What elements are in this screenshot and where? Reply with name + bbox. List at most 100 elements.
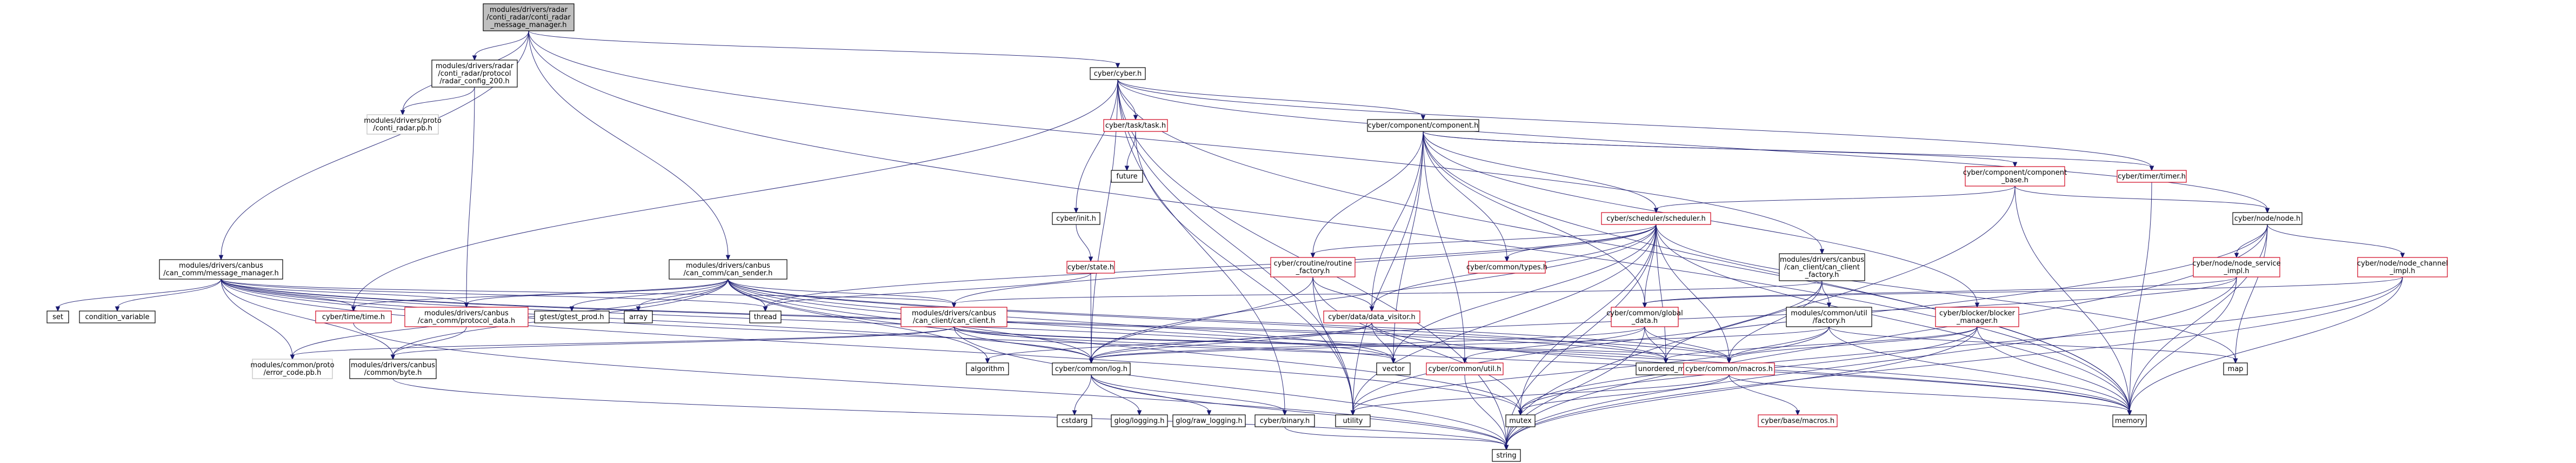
- node-box: [1505, 414, 1536, 427]
- node-label: cyber/node/node_service: [2192, 260, 2280, 268]
- node-scheduler[interactable]: cyber/scheduler/scheduler.h: [1601, 212, 1711, 225]
- edge-log-to-glog: [1091, 374, 1142, 416]
- node-array[interactable]: array: [624, 310, 653, 323]
- node-util-factory[interactable]: modules/common/util/factory.h: [1786, 307, 1872, 327]
- node-box: [1786, 307, 1872, 327]
- node-node-channel[interactable]: cyber/node/node_channel_impl.h: [2357, 257, 2448, 277]
- node-box: [79, 310, 156, 323]
- node-label: modules/drivers/canbus: [179, 262, 263, 270]
- node-label: modules/drivers/canbus: [351, 361, 435, 369]
- node-label: cyber/common/log.h: [1055, 365, 1127, 373]
- edge-can-client-to-log: [953, 326, 1094, 364]
- node-timer[interactable]: cyber/timer/timer.h: [2117, 170, 2187, 183]
- node-comp-base[interactable]: cyber/component/component_base.h: [1963, 166, 2067, 187]
- edge-scheduler-to-routine: [1310, 224, 1657, 259]
- node-label: /conti_radar.pb.h: [373, 124, 432, 133]
- node-component[interactable]: cyber/component/component.h: [1367, 119, 1479, 132]
- edge-byte-to-string: [392, 378, 1509, 451]
- edge-msg-mgr-to-set: [55, 279, 222, 312]
- node-memory[interactable]: memory: [2112, 414, 2147, 427]
- node-label: cyber/task/task.h: [1105, 122, 1166, 130]
- node-error-code[interactable]: modules/common/proto/error_code.pb.h: [250, 359, 335, 379]
- node-label: /can_comm/message_manager.h: [163, 269, 279, 277]
- node-label: cyber/common/global: [1606, 309, 1683, 318]
- node-mutex[interactable]: mutex: [1505, 414, 1536, 427]
- node-label: algorithm: [971, 365, 1005, 373]
- edge-cyber-to-node: [1117, 79, 2270, 214]
- edge-component-to-types: [1423, 131, 1510, 262]
- node-label: _impl.h: [2389, 267, 2415, 275]
- node-label: /can_client/can_client.h: [913, 317, 995, 325]
- node-vector[interactable]: vector: [1376, 362, 1411, 375]
- node-task[interactable]: cyber/task/task.h: [1103, 119, 1168, 132]
- node-label: modules/drivers/radar: [436, 62, 514, 70]
- node-box: [1492, 449, 1521, 462]
- node-algorithm[interactable]: algorithm: [966, 362, 1009, 375]
- node-set[interactable]: set: [46, 310, 69, 323]
- node-can-client[interactable]: modules/drivers/canbus/can_client/can_cl…: [900, 307, 1007, 327]
- edge-util-to-string: [1464, 374, 1509, 451]
- edge-node-channel-to-memory: [2127, 276, 2403, 416]
- node-global-data[interactable]: cyber/common/global_data.h: [1606, 307, 1683, 327]
- edge-comp-base-to-node: [2014, 186, 2270, 214]
- node-label: cyber/common/util.h: [1429, 365, 1501, 373]
- node-cstdarg[interactable]: cstdarg: [1057, 414, 1092, 427]
- node-data-visitor[interactable]: cyber/data/data_visitor.h: [1323, 310, 1420, 323]
- edge-root-to-radar-conf: [472, 30, 529, 61]
- edge-radar-conf-to-protocol-data: [464, 87, 475, 308]
- node-msg-mgr[interactable]: modules/drivers/canbus/can_comm/message_…: [159, 259, 283, 280]
- node-thread[interactable]: thread: [749, 310, 782, 323]
- node-label: cyber/component/component: [1963, 169, 2067, 177]
- node-can-sender[interactable]: modules/drivers/canbus/can_comm/can_send…: [669, 259, 788, 280]
- node-label: modules/drivers/radar: [490, 6, 568, 14]
- node-conti-pb[interactable]: modules/drivers/proto/conti_radar.pb.h: [364, 114, 442, 135]
- node-utility[interactable]: utility: [1335, 414, 1371, 427]
- edge-node-to-node-channel: [2267, 224, 2405, 259]
- node-label: glog/raw_logging.h: [1176, 417, 1242, 425]
- node-cyber[interactable]: cyber/cyber.h: [1090, 67, 1146, 80]
- node-radar-conf[interactable]: modules/drivers/radar/conti_radar/protoc…: [431, 59, 518, 88]
- node-base-macros[interactable]: cyber/base/macros.h: [1758, 414, 1838, 427]
- node-future[interactable]: future: [1111, 170, 1143, 183]
- node-label: /factory.h: [1813, 317, 1846, 325]
- edge-node-channel-to-global-data: [1642, 276, 2403, 308]
- node-log[interactable]: cyber/common/log.h: [1052, 362, 1131, 375]
- node-box: [2112, 414, 2147, 427]
- node-binary[interactable]: cyber/binary.h: [1254, 414, 1315, 427]
- node-time[interactable]: cyber/time/time.h: [315, 310, 392, 323]
- node-types[interactable]: cyber/common/types.h: [1466, 261, 1547, 274]
- node-box: [1935, 307, 2019, 327]
- edge-scheduler-to-memory: [1656, 224, 2132, 416]
- node-gtest[interactable]: gtest/gtest_prod.h: [534, 310, 610, 323]
- node-map[interactable]: map: [2223, 362, 2248, 375]
- node-protocol-data[interactable]: modules/drivers/canbus/can_comm/protocol…: [404, 307, 529, 327]
- node-label: modules/drivers/proto: [364, 117, 442, 125]
- node-box: [1057, 414, 1092, 427]
- node-routine[interactable]: cyber/croutine/routine_factory.h: [1270, 257, 1356, 277]
- node-blocker[interactable]: cyber/blocker/blocker_manager.h: [1935, 307, 2019, 327]
- node-label: cyber/init.h: [1056, 215, 1096, 223]
- edge-init-to-state: [1076, 224, 1093, 262]
- edge-macros-to-utility: [1350, 374, 1730, 416]
- node-box: [1052, 362, 1131, 375]
- node-node-service[interactable]: cyber/node/node_service_impl.h: [2192, 257, 2281, 277]
- node-glog[interactable]: glog/logging.h: [1111, 414, 1168, 427]
- node-condvar[interactable]: condition_variable: [79, 310, 156, 323]
- node-box: [1468, 261, 1546, 274]
- node-root[interactable]: modules/drivers/radar/conti_radar/conti_…: [483, 3, 575, 31]
- node-state[interactable]: cyber/state.h: [1066, 261, 1115, 274]
- node-box: [1601, 212, 1711, 225]
- node-glog-raw[interactable]: glog/raw_logging.h: [1172, 414, 1246, 427]
- node-init[interactable]: cyber/init.h: [1052, 212, 1100, 225]
- node-byte[interactable]: modules/drivers/canbus/common/byte.h: [349, 359, 437, 379]
- node-box: [749, 310, 782, 323]
- node-label: future: [1116, 173, 1137, 181]
- node-box: [1103, 119, 1168, 132]
- edge-task-to-future: [1124, 131, 1136, 171]
- node-util[interactable]: cyber/common/util.h: [1426, 362, 1504, 375]
- node-string[interactable]: string: [1492, 449, 1521, 462]
- node-macros[interactable]: cyber/common/macros.h: [1683, 362, 1775, 375]
- node-can-client-factory[interactable]: modules/drivers/canbus/can_client/can_cl…: [1779, 253, 1865, 281]
- node-node[interactable]: cyber/node/node.h: [2232, 212, 2303, 225]
